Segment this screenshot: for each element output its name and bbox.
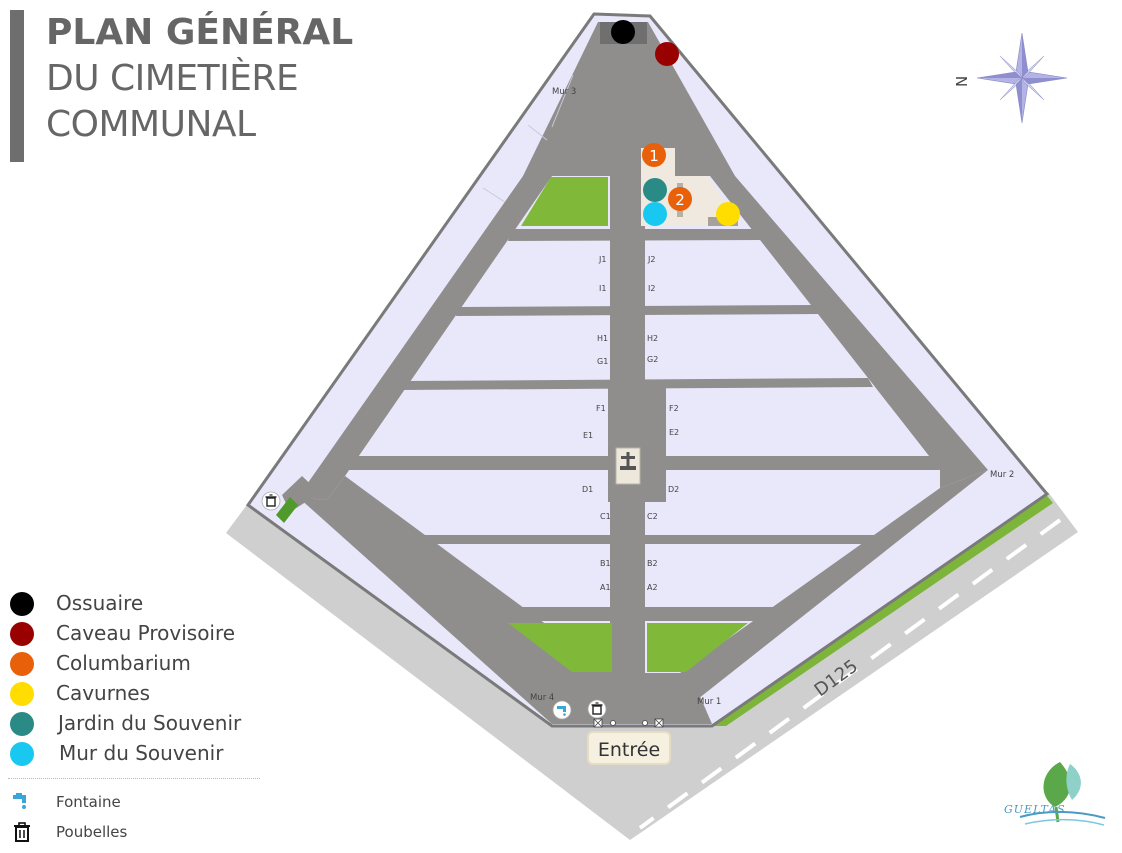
section-G2: G2 (647, 355, 658, 364)
section-H2: H2 (647, 334, 658, 343)
ossuaire-legend-dot (10, 592, 34, 616)
fountain-legend-icon (13, 793, 26, 809)
caveau-provisoire-marker[interactable] (655, 42, 679, 66)
section-I1: I1 (599, 284, 606, 293)
wall-label-mur-1: Mur 1 (697, 697, 721, 707)
legend-item-fontaine: Fontaine (8, 789, 260, 819)
section-A1: A1 (600, 583, 611, 592)
logo-text: GUELTAS (1004, 803, 1066, 816)
legend-label: Fontaine (56, 793, 121, 811)
section-C1: C1 (600, 512, 611, 521)
gueltas-logo (1019, 762, 1106, 826)
section-C2: C2 (647, 512, 658, 521)
cross-alleys (348, 229, 940, 621)
section-I2: I2 (648, 284, 655, 293)
entrance-label: Entrée (587, 731, 671, 765)
cavurnes-legend-dot (10, 682, 34, 706)
legend-label: Ossuaire (56, 591, 144, 615)
columbarium-1-label: 1 (649, 147, 659, 165)
section-B2: B2 (647, 559, 658, 568)
legend-item-columbarium: Columbarium (8, 650, 260, 680)
jardin-legend-dot (10, 712, 34, 736)
legend-label: Cavurnes (56, 681, 151, 705)
legend-label: Poubelles (56, 823, 128, 841)
compass-north-label: N (953, 76, 971, 87)
section-E1: E1 (583, 431, 593, 440)
entrance-gates (593, 718, 664, 728)
section-J1: J1 (598, 255, 606, 264)
cavurnes-marker[interactable] (716, 202, 740, 226)
jardin-du-souvenir-marker[interactable] (643, 178, 667, 202)
wall-label-mur-2: Mur 2 (990, 470, 1014, 480)
columbarium-2-label: 2 (675, 191, 685, 209)
columbarium-2-marker[interactable] (668, 187, 692, 211)
central-monument (615, 447, 641, 485)
section-F2: F2 (669, 404, 679, 413)
legend-label: Mur du Souvenir (59, 741, 224, 765)
trash-legend-icon (14, 822, 30, 842)
legend-item-jardin-du-souvenir: Jardin du Souvenir (8, 710, 260, 740)
section-G1: G1 (597, 357, 608, 366)
section-H1: H1 (597, 334, 608, 343)
wall-label-mur-3: Mur 3 (552, 87, 576, 97)
section-E2: E2 (669, 428, 679, 437)
legend-item-cavurnes: Cavurnes (8, 680, 260, 710)
title-line-1: PLAN GÉNÉRAL (46, 12, 354, 53)
wall-lines (482, 74, 574, 203)
legend-label: Caveau Provisoire (56, 621, 236, 645)
section-F1: F1 (596, 404, 606, 413)
outer-wall (245, 12, 1050, 728)
mur-legend-dot (10, 742, 34, 766)
trash-icon (587, 699, 607, 719)
mur-du-souvenir-marker[interactable] (643, 202, 667, 226)
section-A2: A2 (647, 583, 658, 592)
legend-divider (8, 778, 260, 779)
title-line-3: COMMUNAL (46, 104, 256, 145)
road-d125 (226, 492, 1078, 840)
map-title: PLAN GÉNÉRAL DU CIMETIÈRE COMMUNAL (10, 10, 353, 162)
title-line-2: DU CIMETIÈRE (46, 58, 299, 99)
section-B1: B1 (600, 559, 611, 568)
legend-item-mur-du-souvenir: Mur du Souvenir (8, 740, 260, 770)
road-centerline (638, 518, 1062, 830)
fountain-icon (552, 700, 572, 720)
perimeter-paths (282, 22, 988, 724)
legend-label: Columbarium (56, 651, 191, 675)
columbarium-1-marker[interactable] (642, 143, 666, 167)
trash-icon (261, 491, 281, 511)
section-D2: D2 (668, 485, 679, 494)
ossuaire-marker[interactable] (611, 20, 635, 44)
caveau-legend-dot (10, 622, 34, 646)
compass-rose-icon (976, 32, 1068, 124)
columbarium-legend-dot (10, 652, 34, 676)
green-areas (276, 177, 748, 672)
legend-item-poubelles: Poubelles (8, 819, 260, 849)
section-J2: J2 (647, 255, 655, 264)
section-labels: J1 J2 I1 I2 H1 H2 G1 G2 F1 F2 E1 E2 D1 D… (582, 255, 679, 592)
section-D1: D1 (582, 485, 593, 494)
legend-item-ossuaire: Ossuaire (8, 590, 260, 620)
legend: Ossuaire Caveau Provisoire Columbarium C… (8, 590, 260, 849)
wall-label-mur-4: Mur 4 (530, 693, 554, 703)
legend-item-caveau-provisoire: Caveau Provisoire (8, 620, 260, 650)
legend-label: Jardin du Souvenir (58, 711, 242, 735)
